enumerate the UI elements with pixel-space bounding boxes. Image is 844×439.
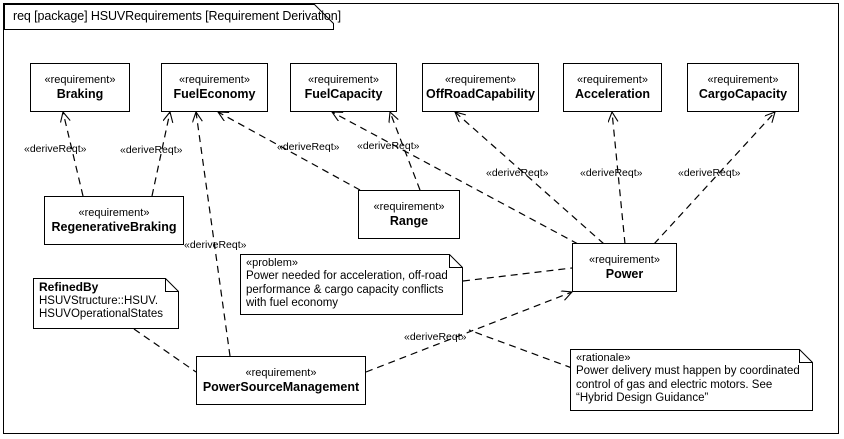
- note-line-2: control of gas and electric motors. See: [576, 378, 773, 391]
- requirement-name: FuelCapacity: [304, 87, 383, 101]
- edge-label-deriveReqt-3: «deriveReqt»: [277, 141, 340, 153]
- stereotype-label: «requirement»: [245, 367, 317, 379]
- requirement-box-powersourcemanagement[interactable]: «requirement» PowerSourceManagement: [196, 356, 366, 405]
- stereotype-label: «requirement»: [445, 74, 516, 86]
- diagram-header-tab: [4, 4, 334, 30]
- requirement-box-power[interactable]: «requirement» Power: [572, 243, 677, 292]
- edge-label-deriveReqt-2: «deriveReqt»: [120, 144, 183, 156]
- edge-power-cargocapacity: [653, 112, 775, 245]
- edge-regenbraking-fueleconomy: [151, 112, 170, 197]
- note-line-2: HSUVOperationalStates: [39, 308, 164, 320]
- requirement-name: PowerSourceManagement: [202, 380, 360, 394]
- note-refinedby[interactable]: RefinedBy HSUVStructure::HSUV. HSUVOpera…: [33, 278, 179, 329]
- stereotype-label: «requirement»: [707, 74, 779, 86]
- note-line-1: HSUVStructure::HSUV.: [39, 294, 159, 307]
- edge-range-fueleconomy: [218, 112, 361, 191]
- diagram-header-label: req [package] HSUVRequirements [Requirem…: [13, 9, 341, 23]
- anchor-rationale-deriveline: [468, 329, 573, 369]
- edge-powersourcemgmt-power: [365, 292, 572, 373]
- requirement-box-regenerativebraking[interactable]: «requirement» RegenerativeBraking: [44, 196, 184, 245]
- edge-label-deriveReqt-6: «deriveReqt»: [580, 167, 643, 179]
- requirement-box-fuelcapacity[interactable]: «requirement» FuelCapacity: [290, 63, 397, 112]
- edge-power-fuelcapacity: [332, 112, 579, 245]
- requirement-name: CargoCapacity: [698, 87, 788, 101]
- note-line-1: Power delivery must happen by coordinate…: [576, 365, 800, 377]
- edge-powersourcemgmt-fueleconomy: [196, 112, 231, 357]
- edge-label-deriveReqt-5: «deriveReqt»: [486, 167, 549, 179]
- edge-label-deriveReqt-8: «deriveReqt»: [184, 239, 247, 251]
- stereotype-label: «requirement»: [577, 74, 648, 86]
- stereotype-label: «problem»: [246, 257, 298, 269]
- note-line-3: with fuel economy: [246, 297, 339, 309]
- stereotype-label: «requirement»: [78, 207, 150, 219]
- anchor-refinedby-powersourcemgmt: [133, 328, 197, 373]
- requirement-name: Braking: [56, 87, 104, 101]
- requirement-box-cargocapacity[interactable]: «requirement» CargoCapacity: [687, 63, 799, 112]
- requirement-name: OffRoadCapability: [425, 87, 536, 101]
- stereotype-label: «requirement»: [44, 74, 116, 86]
- stereotype-label: «requirement»: [308, 74, 379, 86]
- edge-range-fuelcapacity: [390, 112, 421, 191]
- edge-label-deriveReqt-1: «deriveReqt»: [24, 143, 87, 155]
- stereotype-label: «requirement»: [373, 201, 445, 213]
- note-line-1: Power needed for acceleration, off-road: [246, 270, 448, 282]
- edge-regenbraking-braking: [63, 112, 84, 197]
- note-line-3: “Hybrid Design Guidance”: [576, 392, 709, 404]
- stereotype-label: «requirement»: [179, 74, 250, 86]
- requirement-name: Power: [605, 267, 644, 281]
- requirement-name: RegenerativeBraking: [51, 220, 177, 234]
- requirement-box-fueleconomy[interactable]: «requirement» FuelEconomy: [161, 63, 268, 112]
- requirement-box-braking[interactable]: «requirement» Braking: [30, 63, 130, 112]
- edge-label-deriveReqt-4: «deriveReqt»: [357, 140, 420, 152]
- edge-label-deriveReqt-9: «deriveReqt»: [404, 331, 467, 343]
- requirement-box-acceleration[interactable]: «requirement» Acceleration: [563, 63, 662, 112]
- edge-power-acceleration: [612, 112, 626, 245]
- note-line-2: performance & cargo capacity conflicts: [246, 283, 444, 296]
- anchor-problem-power: [462, 267, 573, 282]
- requirement-box-range[interactable]: «requirement» Range: [358, 190, 460, 239]
- requirement-box-offroadcapability[interactable]: «requirement» OffRoadCapability: [422, 63, 539, 112]
- note-title: RefinedBy: [39, 280, 99, 294]
- note-rationale[interactable]: «rationale» Power delivery must happen b…: [570, 349, 813, 411]
- stereotype-label: «requirement»: [589, 254, 660, 266]
- requirement-name: FuelEconomy: [173, 87, 256, 101]
- note-problem[interactable]: «problem» Power needed for acceleration,…: [240, 254, 463, 315]
- edge-label-deriveReqt-7: «deriveReqt»: [678, 167, 741, 179]
- requirement-name: Range: [389, 214, 429, 228]
- stereotype-label: «rationale»: [576, 352, 631, 364]
- requirement-name: Acceleration: [574, 87, 651, 101]
- edge-power-offroad: [455, 112, 605, 245]
